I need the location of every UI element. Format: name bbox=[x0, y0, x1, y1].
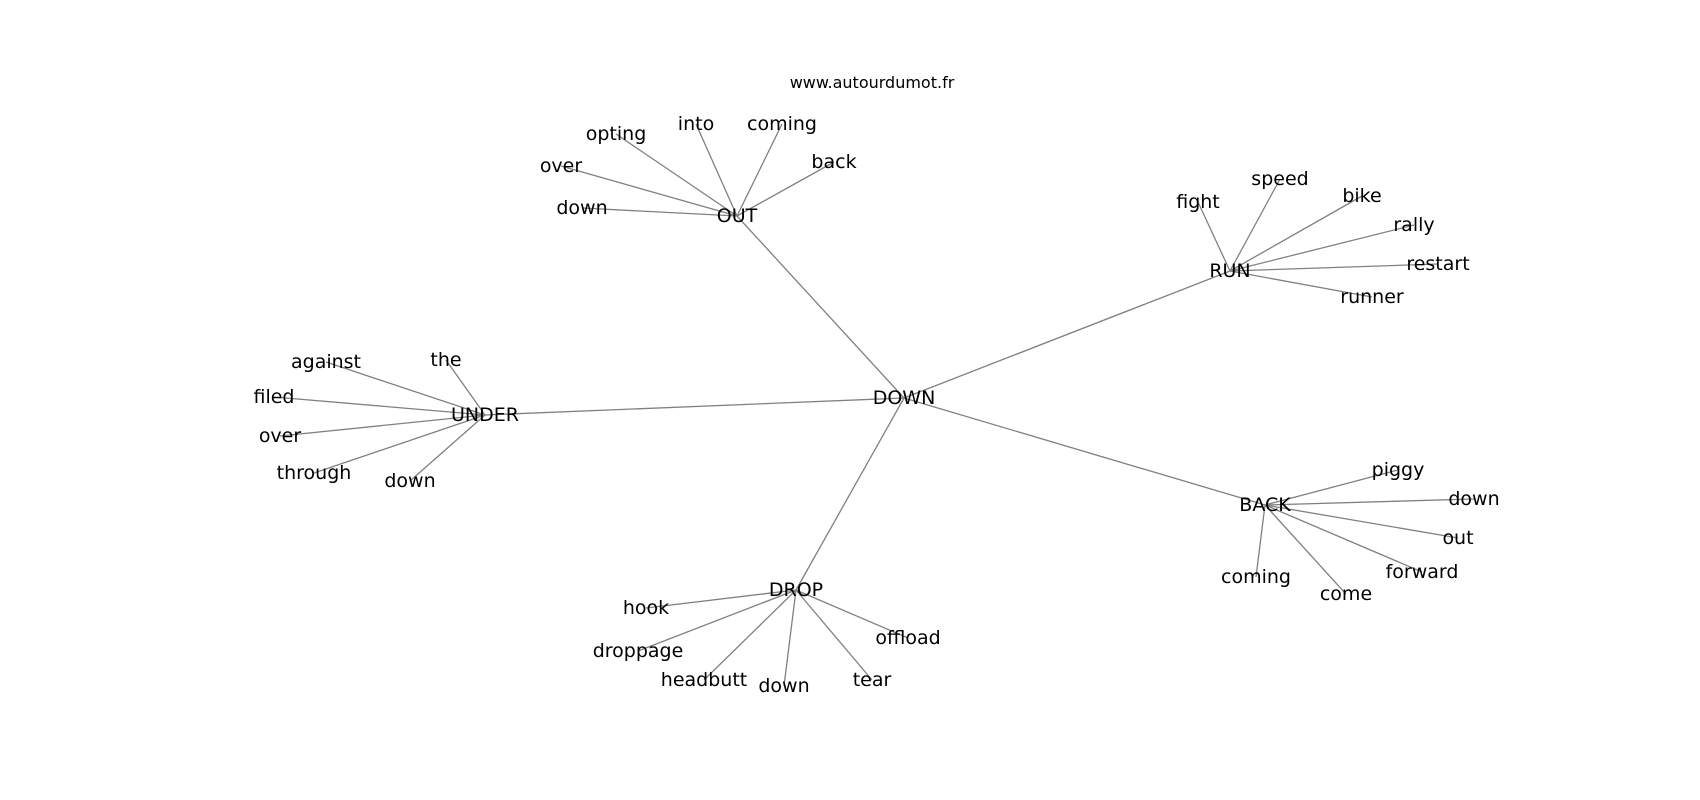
edge-under-the bbox=[445, 359, 486, 416]
leaf-node-out-coming: coming bbox=[747, 113, 817, 135]
edge-root-under bbox=[484, 397, 905, 416]
leaf-node-drop-tear: tear bbox=[853, 669, 892, 691]
leaf-node-drop-headbutt: headbutt bbox=[661, 669, 747, 691]
hub-node-drop: DROP bbox=[769, 579, 823, 601]
leaf-node-out-over: over bbox=[540, 155, 583, 177]
edge-drop-down bbox=[783, 589, 797, 687]
leaf-node-run-runner: runner bbox=[1340, 286, 1404, 308]
hub-node-run: RUN bbox=[1209, 260, 1250, 282]
leaf-node-back-down: down bbox=[1448, 488, 1499, 510]
edge-out-coming bbox=[736, 123, 783, 217]
edge-run-bike bbox=[1229, 195, 1363, 272]
edges bbox=[273, 123, 1475, 687]
leaf-node-drop-droppage: droppage bbox=[593, 640, 684, 662]
leaf-node-out-opting: opting bbox=[586, 123, 647, 145]
edge-back-come bbox=[1264, 504, 1347, 595]
edge-root-out bbox=[736, 215, 905, 399]
edge-out-down bbox=[581, 207, 738, 217]
edge-run-runner bbox=[1229, 270, 1373, 298]
leaf-node-under-the: the bbox=[430, 349, 461, 371]
leaf-node-run-restart: restart bbox=[1406, 253, 1469, 275]
edge-run-fight bbox=[1197, 201, 1231, 272]
edge-drop-offload bbox=[795, 589, 909, 639]
leaf-node-back-out: out bbox=[1442, 527, 1473, 549]
edge-drop-headbutt bbox=[703, 589, 797, 681]
edge-out-over bbox=[560, 165, 738, 217]
hub-node-out: OUT bbox=[717, 205, 758, 227]
leaf-node-out-down: down bbox=[556, 197, 607, 219]
edge-back-down bbox=[1264, 498, 1475, 506]
edge-drop-droppage bbox=[637, 589, 797, 652]
leaf-node-drop-offload: offload bbox=[875, 627, 940, 649]
edge-under-down bbox=[409, 414, 486, 482]
edge-out-opting bbox=[615, 133, 738, 217]
leaf-node-under-over: over bbox=[259, 425, 302, 447]
edge-back-piggy bbox=[1264, 469, 1399, 506]
edge-out-back bbox=[736, 161, 835, 217]
edge-root-back bbox=[903, 397, 1266, 506]
edge-under-against bbox=[325, 361, 486, 416]
edge-run-speed bbox=[1229, 178, 1281, 272]
hub-node-back: BACK bbox=[1239, 494, 1291, 516]
edge-root-run bbox=[903, 270, 1231, 399]
edge-under-filed bbox=[273, 396, 486, 416]
edge-under-over bbox=[279, 414, 486, 437]
leaf-node-run-bike: bike bbox=[1342, 185, 1381, 207]
edge-drop-hook bbox=[645, 589, 797, 609]
hub-node-under: UNDER bbox=[451, 404, 519, 426]
leaf-node-run-speed: speed bbox=[1251, 168, 1308, 190]
edge-back-forward bbox=[1264, 504, 1423, 573]
leaf-node-back-come: come bbox=[1320, 583, 1372, 605]
edge-root-drop bbox=[795, 397, 905, 591]
edge-under-through bbox=[313, 414, 486, 474]
leaf-node-under-filed: filed bbox=[254, 386, 295, 408]
leaf-node-under-through: through bbox=[277, 462, 352, 484]
watermark: www.autourdumot.fr bbox=[790, 73, 955, 92]
edge-run-restart bbox=[1229, 263, 1439, 272]
edge-out-into bbox=[695, 123, 738, 217]
root-node: DOWN bbox=[873, 387, 936, 409]
leaf-node-drop-hook: hook bbox=[623, 597, 669, 619]
leaf-node-back-coming: coming bbox=[1221, 566, 1291, 588]
leaf-node-run-fight: fight bbox=[1176, 191, 1220, 213]
edge-drop-tear bbox=[795, 589, 873, 681]
leaf-node-out-back: back bbox=[811, 151, 856, 173]
leaf-node-under-down: down bbox=[384, 470, 435, 492]
leaf-node-back-piggy: piggy bbox=[1372, 459, 1425, 481]
edge-back-out bbox=[1264, 504, 1459, 539]
leaf-node-out-into: into bbox=[678, 113, 714, 135]
leaf-node-drop-down: down bbox=[758, 675, 809, 697]
edge-back-coming bbox=[1255, 504, 1266, 578]
leaf-node-back-forward: forward bbox=[1386, 561, 1459, 583]
leaf-node-run-rally: rally bbox=[1393, 214, 1434, 236]
edge-run-rally bbox=[1229, 224, 1415, 272]
leaf-node-under-against: against bbox=[291, 351, 361, 373]
